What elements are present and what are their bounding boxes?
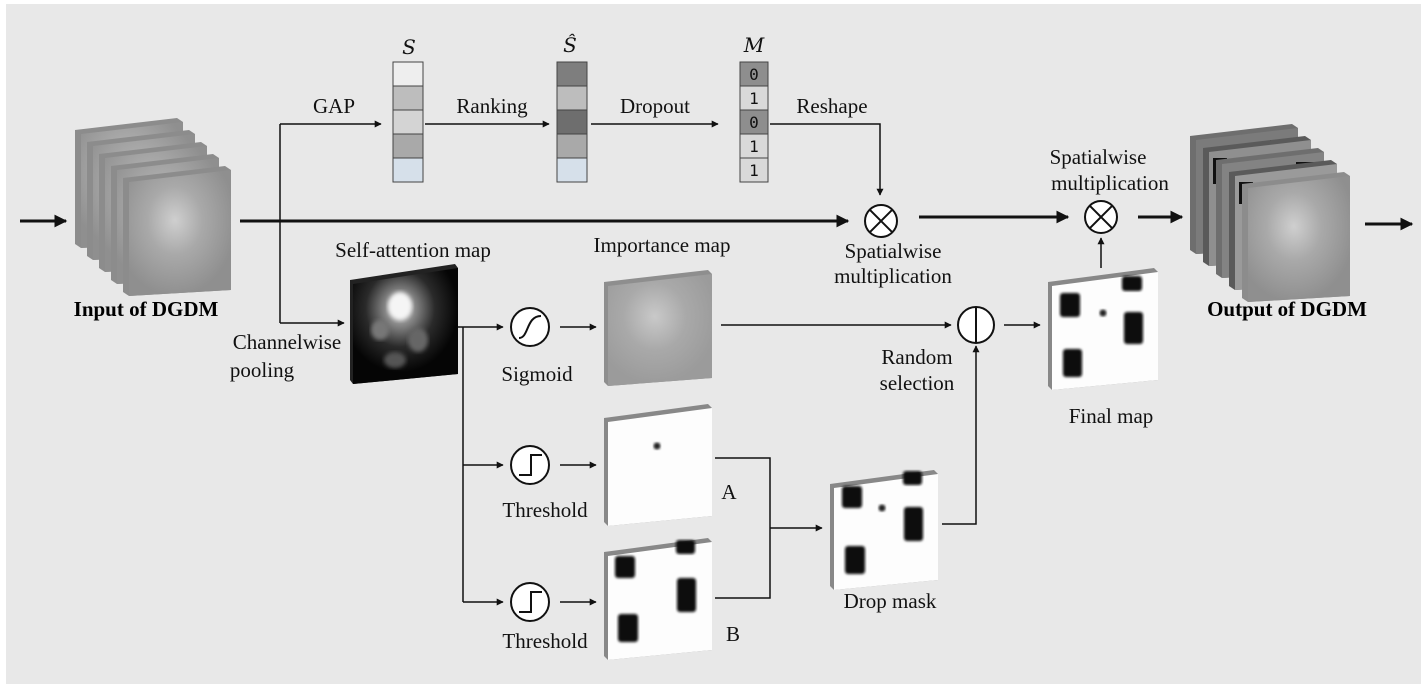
sigmoid-icon: [510, 307, 550, 347]
m-symbol: M: [743, 33, 765, 57]
importance-map-label: Importance map: [593, 233, 730, 257]
diagram-background: [6, 4, 1421, 684]
mask-a-label: A: [721, 480, 737, 504]
s-cell: [392, 85, 424, 111]
mask-value: 0: [749, 113, 759, 132]
spatialwise-multiplication-operator-2: [1084, 200, 1118, 234]
threshold-a-icon: [510, 445, 550, 485]
reshape-label: Reshape: [796, 94, 867, 118]
m-cell: [739, 61, 769, 87]
input-label: Input of DGDM: [74, 297, 219, 321]
sigmoid-label: Sigmoid: [501, 362, 573, 386]
s-hat-cell: [556, 109, 588, 135]
spatialwise-mult-mid-line2: multiplication: [834, 264, 952, 288]
threshold-b-label: Threshold: [502, 629, 588, 653]
s-cell: [392, 133, 424, 159]
s-cell: [392, 109, 424, 135]
s-hat-cell: [556, 133, 588, 159]
m-vector: 0 1 0 1 1: [739, 61, 769, 183]
mask-a: [604, 404, 712, 526]
s-hat-vector: [556, 61, 588, 183]
pooling-label: pooling: [230, 358, 295, 382]
self-attention-map-label: Self-attention map: [335, 238, 491, 262]
s-symbol: S: [402, 35, 416, 59]
spatialwise-mult-top-line1: Spatialwise: [1050, 145, 1147, 169]
mask-value: 1: [749, 89, 759, 108]
mask-b: [604, 538, 712, 660]
mask-value: 0: [749, 65, 759, 84]
mask-b-label: B: [726, 622, 740, 646]
threshold-a-label: Threshold: [502, 498, 588, 522]
reshape-arrow: [770, 123, 884, 196]
spatialwise-mult-top-line2: multiplication: [1051, 171, 1169, 195]
m-cell: [739, 85, 769, 111]
importance-map: [604, 270, 712, 386]
ranking-label: Ranking: [456, 94, 528, 118]
s-hat-cell: [556, 157, 588, 183]
dropout-label: Dropout: [620, 94, 690, 118]
s-hat-cell: [556, 61, 588, 87]
spatialwise-multiplication-operator-1: [864, 204, 898, 238]
mask-value: 1: [749, 161, 759, 180]
selection-label: selection: [880, 371, 955, 395]
random-selection-icon: [957, 306, 995, 344]
s-cell: [392, 61, 424, 87]
mask-value: 1: [749, 137, 759, 156]
drop-mask-to-selection-arrow: [942, 345, 980, 525]
spatialwise-mult-mid-line1: Spatialwise: [845, 239, 942, 263]
s-hat-cell: [556, 85, 588, 111]
output-feature-stack: [1190, 124, 1350, 302]
final-map-label: Final map: [1069, 404, 1154, 428]
s-vector: [392, 61, 424, 183]
threshold-b-icon: [510, 582, 550, 622]
drop-mask-label: Drop mask: [844, 589, 937, 613]
self-attention-map: [350, 264, 458, 384]
input-feature-stack: [75, 118, 231, 296]
s-cell: [392, 157, 424, 183]
s-hat-symbol: Ŝ: [563, 32, 577, 57]
channelwise-label: Channelwise: [233, 330, 341, 354]
drop-mask: [830, 470, 938, 590]
m-cell: [739, 157, 769, 183]
gap-label: GAP: [313, 94, 355, 118]
output-label: Output of DGDM: [1207, 297, 1367, 321]
random-label: Random: [881, 345, 952, 369]
final-map: [1048, 268, 1158, 390]
